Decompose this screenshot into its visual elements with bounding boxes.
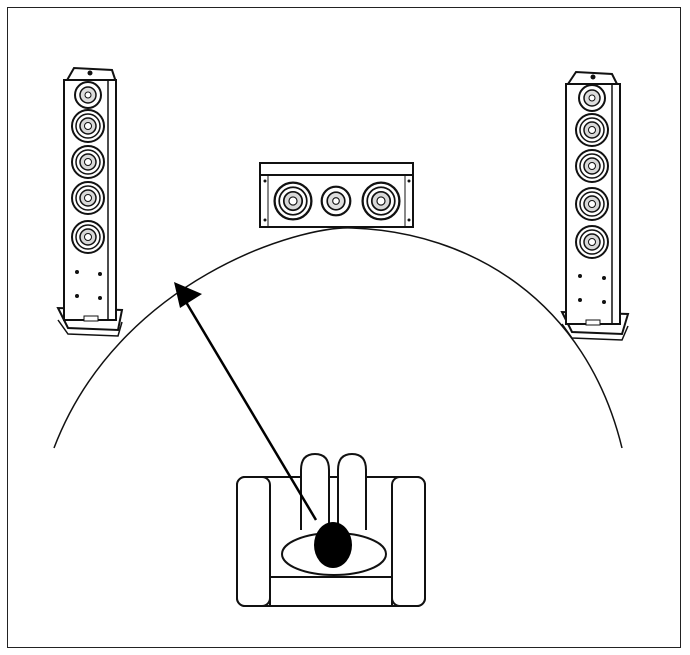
front-right-tower-speaker-icon <box>560 70 630 341</box>
listener-in-armchair-icon <box>236 452 426 607</box>
listening-arc <box>53 227 623 449</box>
diagram-frame <box>7 7 681 648</box>
direction-arrow <box>174 282 318 521</box>
front-left-tower-speaker-icon <box>56 66 124 337</box>
center-channel-speaker-icon <box>259 162 414 228</box>
